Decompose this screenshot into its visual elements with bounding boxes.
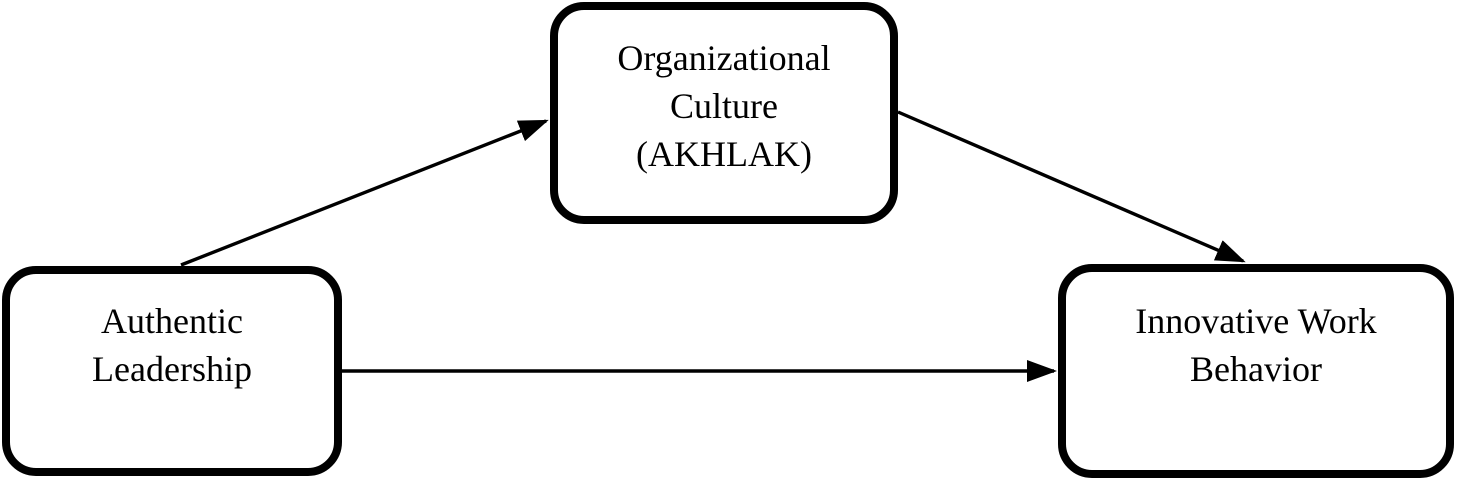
arrow-culture-to-behavior [897, 110, 1246, 263]
node-organizational-culture: Organizational Culture (AKHLAK) [550, 2, 898, 224]
node-label-line: Authentic [101, 301, 243, 341]
node-label-line: (AKHLAK) [636, 134, 812, 174]
node-label-line: Leadership [92, 349, 252, 389]
node-label-line: Behavior [1190, 349, 1322, 389]
arrow-authentic-to-culture [180, 119, 549, 267]
node-label-line: Culture [670, 86, 778, 126]
node-innovative-work-behavior: Innovative Work Behavior [1058, 264, 1454, 478]
node-label-line: Innovative Work [1135, 301, 1377, 341]
node-label-line: Organizational [617, 38, 831, 78]
node-authentic-leadership: Authentic Leadership [2, 266, 342, 476]
